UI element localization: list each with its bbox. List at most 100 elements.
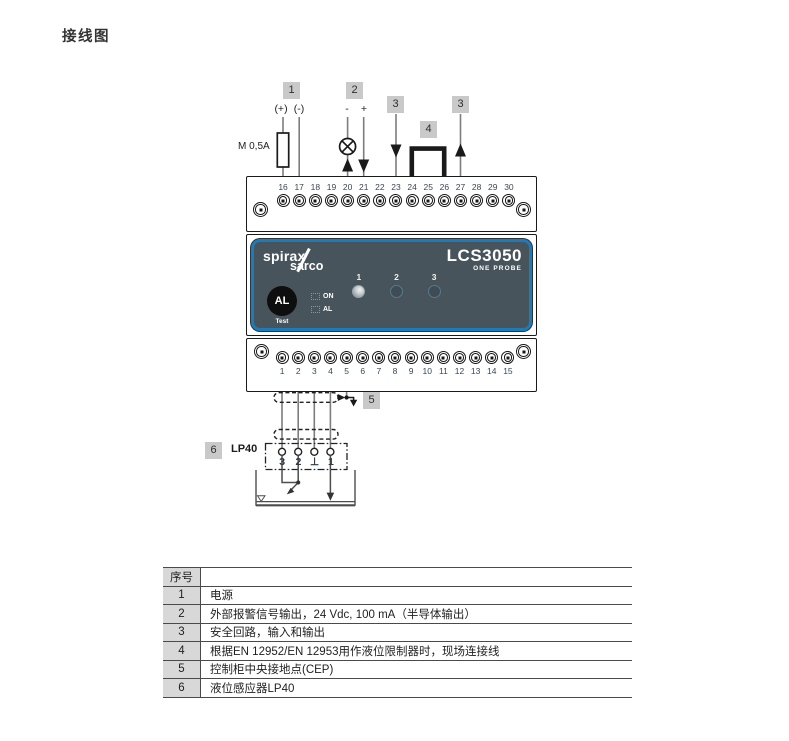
tank [255, 470, 356, 507]
terminal-screw-icon [388, 351, 402, 364]
terminal-cell: 16 [275, 182, 291, 207]
terminal-screw-icon [292, 194, 306, 207]
terminal-number: 13 [470, 366, 481, 376]
terminal-cell: 18 [307, 182, 323, 207]
al-test-button: AL [267, 286, 297, 316]
legend-row-description: 外部报警信号输出，24 Vdc, 100 mA（半导体输出） [210, 608, 476, 621]
probe-terminal-label: ⊥ [310, 456, 320, 468]
callout-site-link: 4 [420, 121, 437, 138]
terminal-cell: 12 [451, 351, 467, 376]
legend-row: 6 液位感应器LP40 [163, 679, 632, 698]
terminal-screw-icon [405, 194, 419, 207]
terminal-screw-icon [357, 194, 371, 207]
terminal-number: 2 [295, 366, 301, 376]
brand-logo-top: spirax [263, 248, 306, 264]
terminal-screw-icon [389, 194, 403, 207]
terminal-screw-icon [436, 351, 450, 364]
status-row-on: ON [311, 290, 334, 303]
legend-row: 4 根据EN 12952/EN 12953用作液位限制器时，现场连接线 [163, 642, 632, 661]
terminal-number: 9 [408, 366, 414, 376]
terminal-cell: 9 [403, 351, 419, 376]
status-labels: ON AL [311, 290, 334, 316]
legend-header-desc [201, 568, 632, 586]
terminal-number: 11 [438, 366, 448, 376]
terminal-screw-icon [420, 351, 434, 364]
cep-ground-link [337, 394, 358, 407]
terminal-number: 3 [311, 366, 317, 376]
model-subtitle: ONE PROBE [473, 265, 522, 272]
fuse-icon [276, 132, 290, 168]
callout-alarm-output: 2 [346, 82, 363, 99]
probe-terminal-box [264, 442, 348, 471]
brand-logo: spirax sarco [263, 247, 347, 275]
lamp-icon [338, 137, 357, 156]
terminal-number: 30 [504, 182, 514, 192]
terminal-screw-icon [324, 194, 338, 207]
model-label: LCS3050 [446, 246, 522, 265]
terminal-number: 26 [439, 182, 450, 192]
top-terminal-strip: 16 17 18 19 20 21 [275, 182, 517, 207]
channel-leds: 1 2 3 [340, 272, 453, 298]
safety-loop-bracket [409, 146, 447, 176]
terminal-cell: 5 [339, 351, 355, 376]
status-row-al: AL [311, 303, 334, 316]
terminal-number: 20 [342, 182, 353, 192]
terminal-cell: 27 [452, 182, 468, 207]
terminal-number: 17 [294, 182, 304, 192]
terminal-screw-icon [308, 194, 322, 207]
legend-table: 序号 1 电源 2 外部报警信号输出，24 Vdc, 100 mA（半导体输出）… [163, 567, 632, 698]
terminal-cell: 7 [371, 351, 387, 376]
legend-row-description: 根据EN 12952/EN 12953用作液位限制器时，现场连接线 [210, 645, 500, 658]
probe-terminal-label: 1 [327, 456, 334, 468]
legend-row: 5 控制柜中央接地点(CEP) [163, 660, 632, 679]
terminal-number: 1 [279, 366, 285, 376]
terminal-cell: 4 [322, 351, 338, 376]
legend-row-number: 5 [163, 660, 201, 678]
terminal-cell: 19 [323, 182, 339, 207]
device-case-bottom [246, 338, 537, 392]
terminal-screw-icon [372, 351, 386, 364]
channel-led-icon [352, 285, 366, 298]
terminal-cell: 20 [340, 182, 356, 207]
terminal-cell: 10 [419, 351, 435, 376]
terminal-screw-icon [276, 194, 290, 207]
probe-rod [326, 455, 335, 501]
terminal-cell: 2 [290, 351, 306, 376]
plus-label: (+) [274, 103, 288, 115]
terminal-cell: 21 [356, 182, 372, 207]
terminal-cell: 28 [469, 182, 485, 207]
jumper-junction-dot [296, 480, 301, 485]
terminal-screw-icon [453, 351, 467, 364]
terminal-screw-icon [356, 351, 370, 364]
terminal-cell: 23 [388, 182, 404, 207]
callout-safety-loop-out: 3 [452, 96, 469, 113]
legend-row-description: 安全回路，输入和输出 [210, 627, 325, 640]
flow-arrows [342, 143, 466, 173]
test-label: Test [275, 318, 289, 325]
bottom-terminal-strip: 1 2 3 4 5 6 [274, 351, 516, 376]
terminal-number: 8 [392, 366, 398, 376]
terminal-screw-icon [341, 194, 355, 207]
mounting-screw-icon [516, 202, 531, 217]
legend-row-number: 6 [163, 679, 201, 697]
probe-terminal-labels: 3 2 ⊥ 1 [274, 456, 339, 468]
terminal-number: 25 [423, 182, 433, 192]
terminal-screw-icon [307, 351, 321, 364]
callout-power: 1 [283, 82, 300, 99]
channel-cell: 1 [340, 272, 378, 298]
mounting-screw-icon [516, 344, 531, 359]
terminal-screw-icon [275, 351, 289, 364]
terminal-number: 5 [344, 366, 349, 376]
terminal-screw-icon [501, 351, 515, 364]
device-case-middle: spirax sarco LCS3050 ONE PROBE 1 2 [246, 234, 537, 336]
terminal-cell: 6 [355, 351, 371, 376]
on-label: ON [323, 293, 334, 300]
legend-row: 3 安全回路，输入和输出 [163, 623, 632, 642]
terminal-number: 29 [488, 182, 498, 192]
legend-row-number: 4 [163, 642, 201, 660]
shield-sleeve-icons [273, 392, 339, 440]
channel-number: 2 [394, 272, 399, 282]
brand-logo-bottom: sarco [290, 259, 324, 273]
legend-header-no: 序号 [163, 568, 201, 586]
